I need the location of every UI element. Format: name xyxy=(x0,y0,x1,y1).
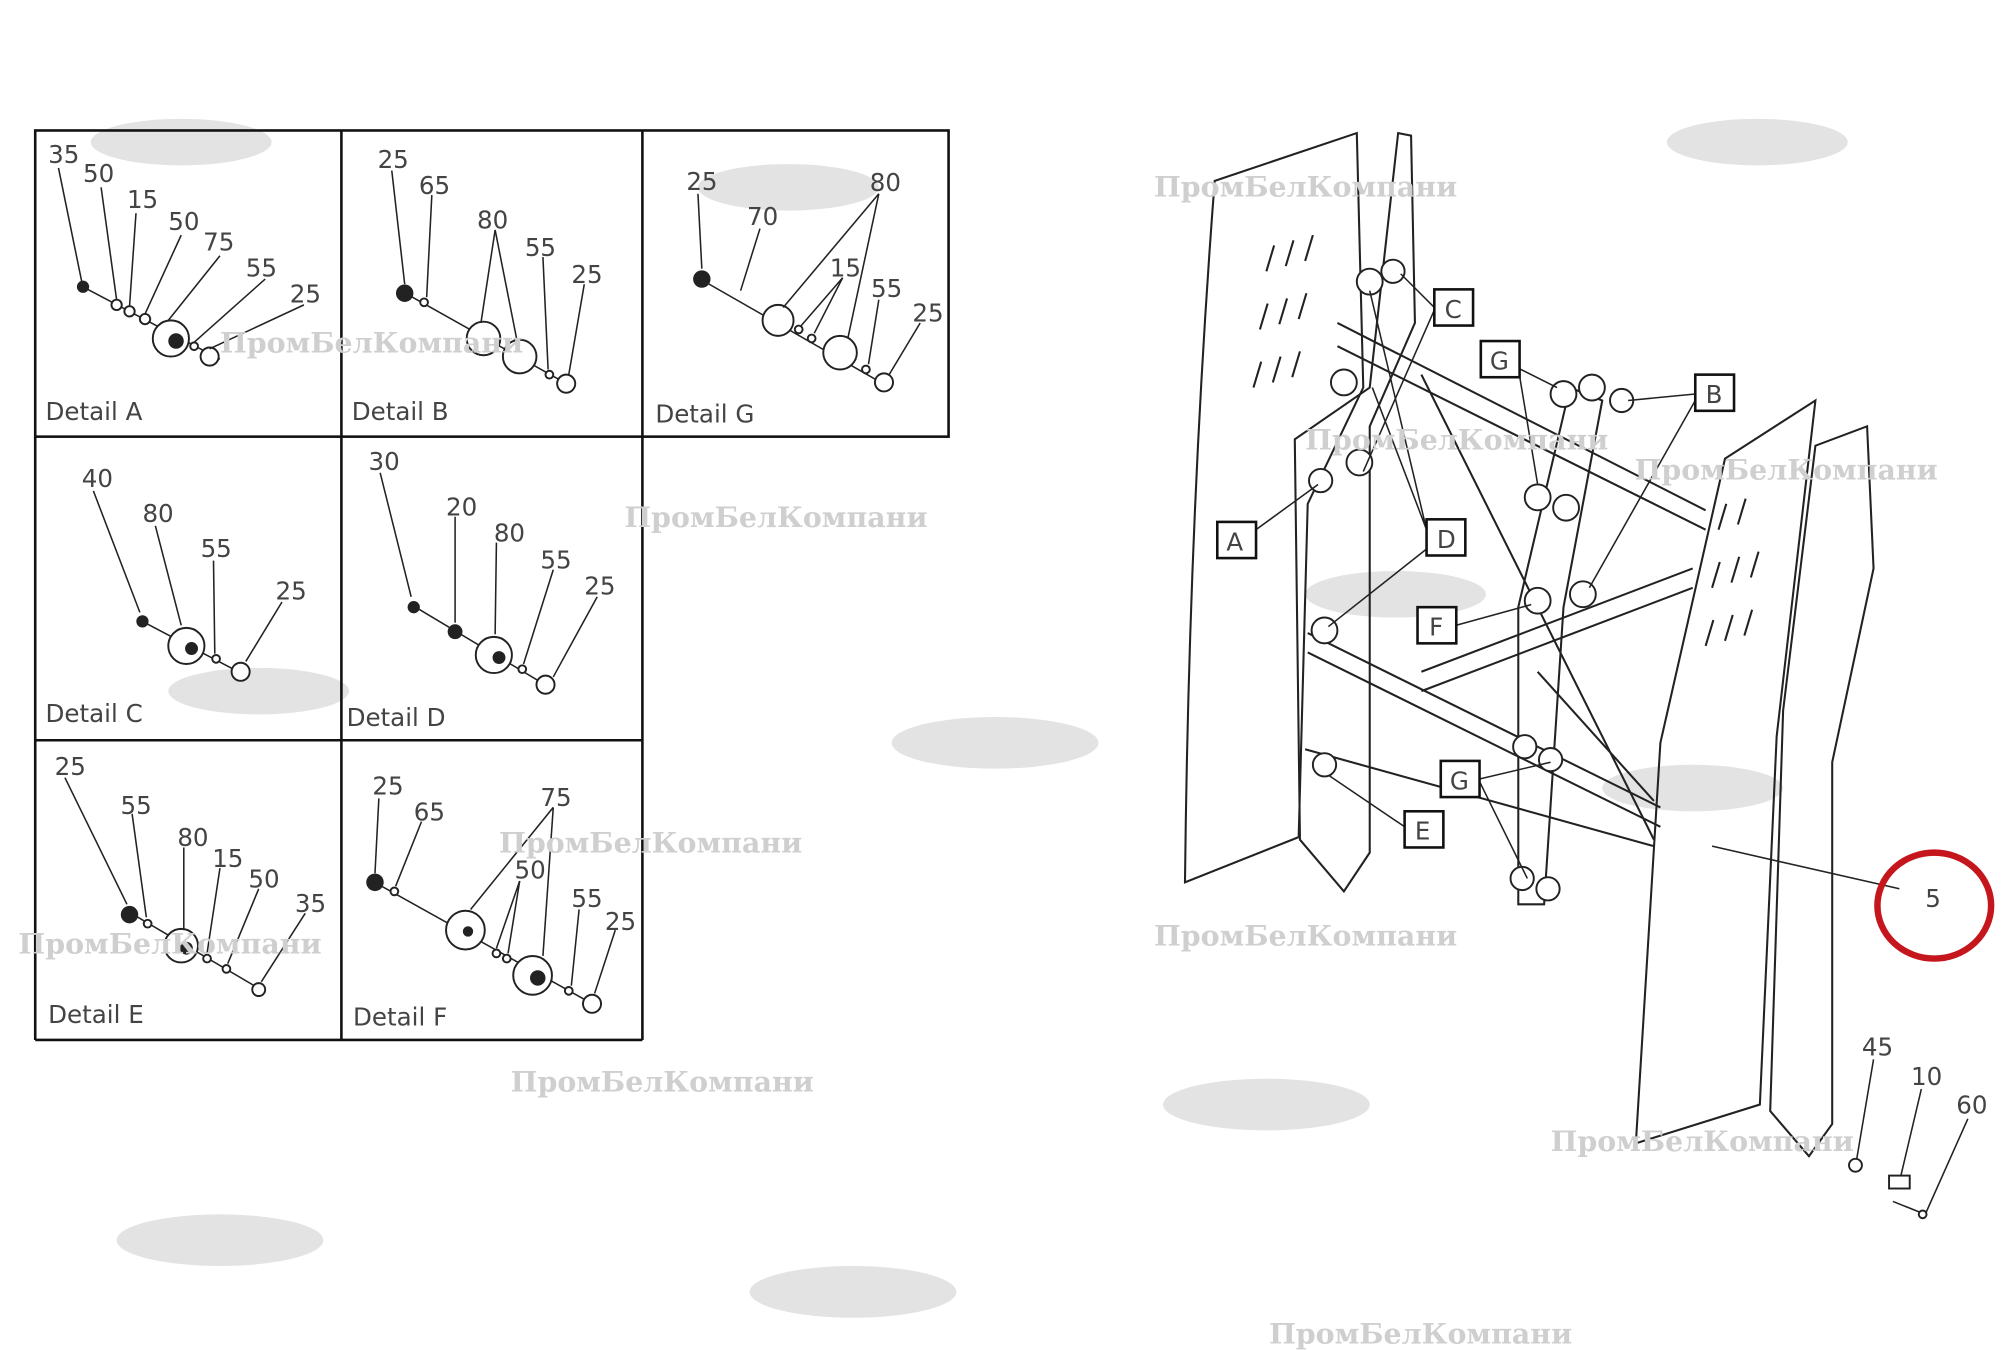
callout-label: 15 xyxy=(127,185,158,214)
watermark-text: ПромБелКомпани xyxy=(1305,423,1608,457)
callout-label: 50 xyxy=(83,159,114,188)
detail-title: Detail A xyxy=(46,397,143,426)
reference-label: C xyxy=(1445,295,1462,324)
callout-label: 55 xyxy=(571,884,602,913)
callout-label: 80 xyxy=(142,499,173,528)
callout-label: 40 xyxy=(82,464,113,493)
watermark-text: ПромБелКомпани xyxy=(1154,919,1457,953)
watermark-text: ПромБелКомпани xyxy=(1269,1317,1572,1350)
callout-label: 30 xyxy=(369,447,400,476)
detail-reference-a[interactable]: A xyxy=(1215,520,1258,560)
detail-title: Detail F xyxy=(353,1003,447,1032)
highlight-circle xyxy=(1874,849,1995,962)
callout-label: 50 xyxy=(168,207,199,236)
watermark-text: ПромБелКомпани xyxy=(511,1065,814,1099)
callout-label: 25 xyxy=(605,907,636,936)
frame-assembly xyxy=(1183,131,1875,1158)
detail-c-panel: 40 80 55 25 Detail C xyxy=(46,464,307,728)
detail-reference-g[interactable]: G xyxy=(1479,339,1521,379)
callout-label: 80 xyxy=(477,206,508,235)
hardware-parts xyxy=(1848,1157,1928,1220)
callout-label: 80 xyxy=(494,518,525,547)
part-number-label: 10 xyxy=(1911,1062,1942,1091)
callout-label: 80 xyxy=(177,823,208,852)
callout-label: 20 xyxy=(446,492,477,521)
reference-label: G xyxy=(1450,766,1469,795)
callout-label: 25 xyxy=(912,299,943,328)
detail-reference-e[interactable]: E xyxy=(1403,810,1445,849)
callout-label: 25 xyxy=(378,145,409,174)
callout-label: 25 xyxy=(276,576,307,605)
callout-label: 25 xyxy=(584,571,615,600)
detail-a-panel: 35 50 15 50 75 55 25 Detail A xyxy=(46,140,321,426)
detail-title: Detail D xyxy=(347,703,446,732)
rollers xyxy=(1308,258,1635,902)
callout-label: 55 xyxy=(201,534,232,563)
detail-reference-g[interactable]: G xyxy=(1439,759,1481,799)
detail-title: Detail E xyxy=(48,1000,144,1029)
callout-label: 65 xyxy=(419,171,450,200)
watermark-text: ПромБелКомпани xyxy=(499,826,802,860)
watermarks: ПромБелКомпани ПромБелКомпани ПромБелКом… xyxy=(18,169,1937,1350)
detail-grid xyxy=(33,129,950,1042)
part-number-label: 5 xyxy=(1925,884,1941,913)
callout-label: 25 xyxy=(290,279,321,308)
detail-title: Detail C xyxy=(46,699,143,728)
reference-label: F xyxy=(1429,613,1443,642)
detail-e-panel: 25 55 80 15 50 35 Detail E xyxy=(48,752,326,1029)
callout-label: 75 xyxy=(203,228,234,257)
part-number-label: 45 xyxy=(1862,1032,1893,1061)
detail-title: Detail G xyxy=(655,399,754,428)
part-number-label: 60 xyxy=(1956,1091,1987,1120)
callout-label: 75 xyxy=(540,783,571,812)
reference-label: E xyxy=(1415,817,1431,846)
detail-reference-b[interactable]: B xyxy=(1693,373,1736,413)
callout-label: 65 xyxy=(414,797,445,826)
detail-title: Detail B xyxy=(352,397,449,426)
reference-label: B xyxy=(1706,380,1723,409)
watermark-text: ПромБелКомпани xyxy=(220,326,523,360)
callout-label: 70 xyxy=(747,202,778,231)
callout-label: 25 xyxy=(571,260,602,289)
callout-label: 50 xyxy=(248,865,279,894)
reference-leaders xyxy=(1255,273,1969,1216)
detail-g-panel: 25 70 80 15 55 25 Detail G xyxy=(655,167,943,429)
reference-label: G xyxy=(1490,346,1509,375)
watermark-text: ПромБелКомпани xyxy=(1154,169,1457,203)
callout-label: 25 xyxy=(686,167,717,196)
callout-label: 55 xyxy=(120,791,151,820)
detail-reference-d[interactable]: D xyxy=(1425,518,1467,557)
callout-label: 55 xyxy=(246,253,277,282)
callout-label: 55 xyxy=(871,274,902,303)
detail-d-panel: 30 20 80 55 25 Detail D xyxy=(347,447,616,732)
watermark-text: ПромБелКомпани xyxy=(18,926,321,960)
callout-label: 25 xyxy=(55,752,86,781)
watermark-logo xyxy=(90,118,1848,1318)
callout-label: 55 xyxy=(540,545,571,574)
callout-label: 50 xyxy=(515,855,546,884)
watermark-text: ПромБелКомпани xyxy=(1635,452,1938,486)
watermark-text: ПромБелКомпани xyxy=(1551,1124,1854,1158)
callout-label: 35 xyxy=(295,889,326,918)
callout-label: 15 xyxy=(212,844,243,873)
watermark-text: ПромБелКомпани xyxy=(624,500,927,534)
callout-label: 25 xyxy=(372,771,403,800)
detail-reference-c[interactable]: C xyxy=(1433,288,1475,327)
reference-label: A xyxy=(1226,527,1243,556)
callout-label: 80 xyxy=(870,168,901,197)
detail-reference-f[interactable]: F xyxy=(1416,605,1458,645)
callout-label: 55 xyxy=(525,233,556,262)
detail-f-panel: 25 65 75 50 55 25 Detail F xyxy=(353,771,636,1031)
callout-label: 15 xyxy=(830,253,861,282)
reference-label: D xyxy=(1437,525,1456,554)
callout-label: 35 xyxy=(48,140,79,169)
detail-b-panel: 25 65 80 55 25 Detail B xyxy=(352,145,603,426)
